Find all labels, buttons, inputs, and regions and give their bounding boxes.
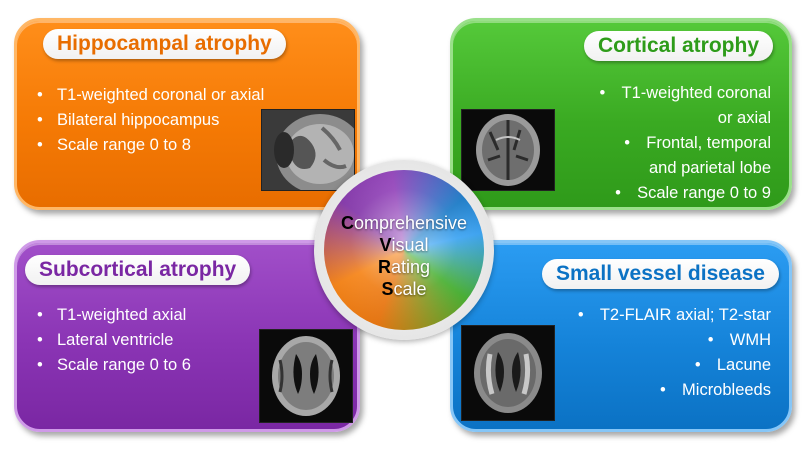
center-line-4: Scale [381, 279, 427, 299]
small-vessel-disease-card: Small vessel disease •T2-FLAIR axial; T2… [450, 240, 792, 432]
list-item: Lateral ventricle [31, 328, 191, 353]
cortical-atrophy-card: Cortical atrophy •T1-weighted coronal or… [450, 18, 792, 210]
list-item: •T1-weighted coronal [599, 84, 772, 102]
list-item: •WMH [707, 331, 771, 349]
list-item: •Frontal, temporal [624, 134, 771, 152]
axial-ventricle-mri-image [259, 329, 353, 423]
subcortical-atrophy-card: Subcortical atrophy T1-weighted axial La… [14, 240, 360, 432]
hippocampal-atrophy-title: Hippocampal atrophy [43, 29, 286, 59]
subcortical-atrophy-list: T1-weighted axial Lateral ventricle Scal… [31, 303, 191, 378]
center-title: Comprehensive Visual Rating Scale [324, 212, 484, 300]
list-item: •Scale range 0 to 9 [615, 184, 771, 202]
axial-mri-image [461, 109, 555, 191]
list-item: Bilateral hippocampus [31, 108, 264, 133]
list-item: •Lacune [694, 356, 771, 374]
list-item: T1-weighted coronal or axial [31, 83, 264, 108]
list-item: •Microbleeds [660, 381, 771, 399]
center-line-2: Visual [379, 235, 429, 255]
flair-mri-image [461, 325, 555, 421]
list-item: Scale range 0 to 8 [31, 133, 264, 158]
center-line-3: Rating [377, 257, 431, 277]
small-vessel-disease-list: •T2-FLAIR axial; T2-star •WMH •Lacune •M… [578, 303, 771, 403]
small-vessel-disease-title: Small vessel disease [542, 259, 779, 289]
cortical-atrophy-title: Cortical atrophy [583, 31, 773, 61]
center-line-1: Comprehensive [340, 213, 468, 233]
center-rating-scale-circle: Comprehensive Visual Rating Scale [314, 160, 494, 340]
center-gradient-disc: Comprehensive Visual Rating Scale [324, 170, 484, 330]
cortical-atrophy-list: •T1-weighted coronal or axial •Frontal, … [600, 81, 772, 206]
list-item: and parietal lobe [648, 159, 771, 177]
coronal-mri-image [261, 109, 355, 191]
list-item: Scale range 0 to 6 [31, 353, 191, 378]
list-item: •T2-FLAIR axial; T2-star [577, 306, 771, 324]
hippocampal-atrophy-card: Hippocampal atrophy T1-weighted coronal … [14, 18, 360, 210]
subcortical-atrophy-title: Subcortical atrophy [25, 255, 251, 285]
list-item: or axial [717, 109, 771, 127]
hippocampal-atrophy-list: T1-weighted coronal or axial Bilateral h… [31, 83, 264, 158]
list-item: T1-weighted axial [31, 303, 191, 328]
